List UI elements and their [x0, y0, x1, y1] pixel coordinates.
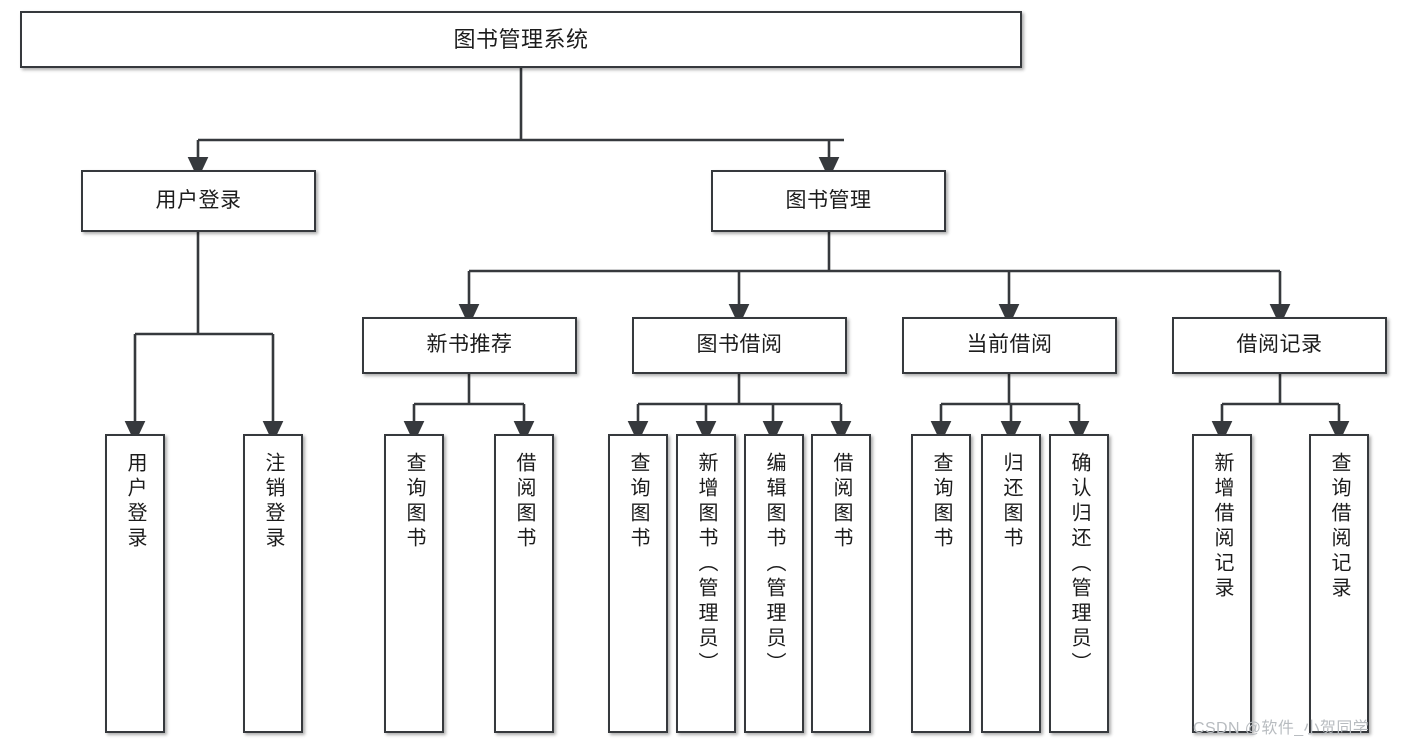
node-new-book-recommend-label: 新书推荐 — [426, 333, 513, 357]
node-book-management[interactable]: 图书管理 — [711, 170, 946, 232]
leaf-current-borrow-query-label: 查询图书 — [930, 452, 952, 552]
leaf-current-borrow-return[interactable]: 归还图书 — [981, 434, 1041, 733]
node-current-borrow-label: 当前借阅 — [966, 333, 1053, 357]
leaf-current-borrow-return-label: 归还图书 — [1000, 452, 1022, 552]
leaf-new-book-query-label: 查询图书 — [403, 452, 425, 552]
node-user-login-label: 用户登录 — [155, 188, 242, 212]
leaf-book-borrow-edit-label: 编辑图书（管理员） — [763, 452, 785, 677]
leaf-borrow-record-query[interactable]: 查询借阅记录 — [1309, 434, 1369, 733]
leaf-current-borrow-confirm-label: 确认归还（管理员） — [1068, 452, 1090, 677]
node-new-book-recommend[interactable]: 新书推荐 — [362, 317, 577, 374]
leaf-user-login-logout-label: 注销登录 — [262, 452, 284, 552]
node-user-login[interactable]: 用户登录 — [81, 170, 316, 232]
leaf-new-book-borrow-label: 借阅图书 — [513, 452, 535, 552]
leaf-book-borrow-borrow[interactable]: 借阅图书 — [811, 434, 871, 733]
leaf-user-login-logout[interactable]: 注销登录 — [243, 434, 303, 733]
node-borrow-record[interactable]: 借阅记录 — [1172, 317, 1387, 374]
leaf-book-borrow-query[interactable]: 查询图书 — [608, 434, 668, 733]
node-current-borrow[interactable]: 当前借阅 — [902, 317, 1117, 374]
leaf-book-borrow-query-label: 查询图书 — [627, 452, 649, 552]
leaf-book-borrow-borrow-label: 借阅图书 — [830, 452, 852, 552]
leaf-current-borrow-query[interactable]: 查询图书 — [911, 434, 971, 733]
node-root-label: 图书管理系统 — [453, 26, 589, 52]
leaf-user-login-login[interactable]: 用户登录 — [105, 434, 165, 733]
leaf-new-book-query[interactable]: 查询图书 — [384, 434, 444, 733]
leaf-borrow-record-add-label: 新增借阅记录 — [1211, 452, 1233, 602]
node-borrow-record-label: 借阅记录 — [1236, 333, 1323, 357]
node-book-borrow[interactable]: 图书借阅 — [632, 317, 847, 374]
node-book-management-label: 图书管理 — [785, 188, 872, 212]
leaf-new-book-borrow[interactable]: 借阅图书 — [494, 434, 554, 733]
leaf-user-login-login-label: 用户登录 — [124, 452, 146, 552]
node-root[interactable]: 图书管理系统 — [20, 11, 1022, 68]
leaf-book-borrow-add-label: 新增图书（管理员） — [695, 452, 717, 677]
leaf-borrow-record-add[interactable]: 新增借阅记录 — [1192, 434, 1252, 733]
csdn-watermark: CSDN @软件_小贺同学 — [1193, 720, 1370, 737]
leaf-book-borrow-edit[interactable]: 编辑图书（管理员） — [744, 434, 804, 733]
leaf-current-borrow-confirm[interactable]: 确认归还（管理员） — [1049, 434, 1109, 733]
node-book-borrow-label: 图书借阅 — [696, 333, 783, 357]
leaf-borrow-record-query-label: 查询借阅记录 — [1328, 452, 1350, 602]
leaf-book-borrow-add[interactable]: 新增图书（管理员） — [676, 434, 736, 733]
